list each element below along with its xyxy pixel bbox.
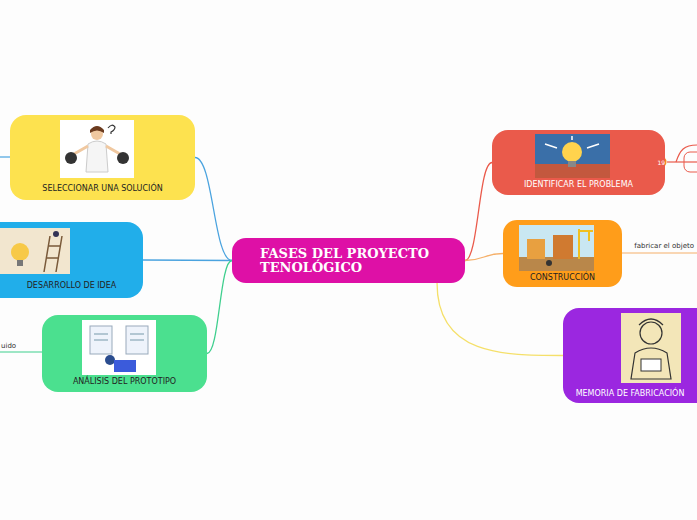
mind-map-node: FASES DEL PROYECTO TENOLÓGICO <box>232 238 465 283</box>
branch-connector <box>437 283 563 356</box>
bulb-base <box>568 161 576 167</box>
hair <box>90 126 104 133</box>
branch-note: fabricar el objeto <box>633 242 695 251</box>
illustration <box>621 313 681 383</box>
leader-line <box>0 156 10 157</box>
house <box>553 235 573 259</box>
illustration <box>82 320 156 375</box>
branch-label: DESARROLLO DE IDEA <box>0 281 143 291</box>
picture-ground <box>535 134 610 178</box>
illustration <box>535 134 610 178</box>
mind-map-node: DESARROLLO DE IDEA <box>0 222 143 298</box>
branch-label: SELECCIONAR UNA SOLUCIÓN <box>10 184 195 194</box>
branch-connector <box>143 259 232 261</box>
branch-connector <box>207 261 232 354</box>
central-topic: FASES DEL PROYECTO TENOLÓGICO <box>260 247 440 275</box>
mind-map-node: ANÁLISIS DEL PROTOTIPO <box>42 315 207 392</box>
picture-ground <box>519 225 594 271</box>
branch-label: ANÁLISIS DEL PROTOTIPO <box>42 377 207 387</box>
branch-label: CONSTRUCCIÓN <box>503 273 622 283</box>
picture-ground <box>60 120 134 178</box>
ladder <box>44 236 62 272</box>
picture-ground <box>0 228 70 274</box>
branch-connector <box>195 158 232 261</box>
house <box>527 239 545 259</box>
option <box>65 152 77 164</box>
head <box>105 355 115 365</box>
bulb-base <box>17 260 23 266</box>
branch-label: MEMORIA DE FABRICACIÓN <box>563 389 697 399</box>
body <box>86 141 108 172</box>
arms <box>74 146 120 154</box>
figure <box>631 319 671 379</box>
leader-line <box>667 161 697 162</box>
mind-map-node: IDENTIFICAR EL PROBLEMA <box>492 130 665 195</box>
ground <box>519 257 594 271</box>
leader-line <box>0 351 42 352</box>
crane <box>579 229 593 259</box>
rays <box>545 136 599 148</box>
illustration <box>60 120 134 178</box>
head <box>640 322 662 344</box>
book <box>641 359 661 371</box>
bulb <box>562 142 582 162</box>
mind-map-node: MEMORIA DE FABRICACIÓN <box>563 308 697 403</box>
leader-line <box>610 252 697 253</box>
branch-connector <box>465 163 492 261</box>
branch-note: uido <box>0 342 17 351</box>
question-mark <box>108 125 115 134</box>
count-badge-number: 19 <box>657 158 667 167</box>
bulb <box>11 243 29 261</box>
mind-map-node: CONSTRUCCIÓN <box>503 220 622 287</box>
laptop <box>114 360 136 372</box>
lines <box>94 334 144 340</box>
mind-map-node: SELECCIONAR UNA SOLUCIÓN <box>10 115 195 200</box>
illustration <box>519 225 594 271</box>
picture-ground <box>621 313 681 383</box>
child-box <box>684 152 697 172</box>
person <box>53 231 59 237</box>
option <box>117 152 129 164</box>
picture-ground <box>82 320 156 375</box>
illustration <box>0 228 70 274</box>
branch-label: IDENTIFICAR EL PROBLEMA <box>492 180 665 190</box>
branch-connector <box>465 254 503 261</box>
worker <box>546 260 552 266</box>
